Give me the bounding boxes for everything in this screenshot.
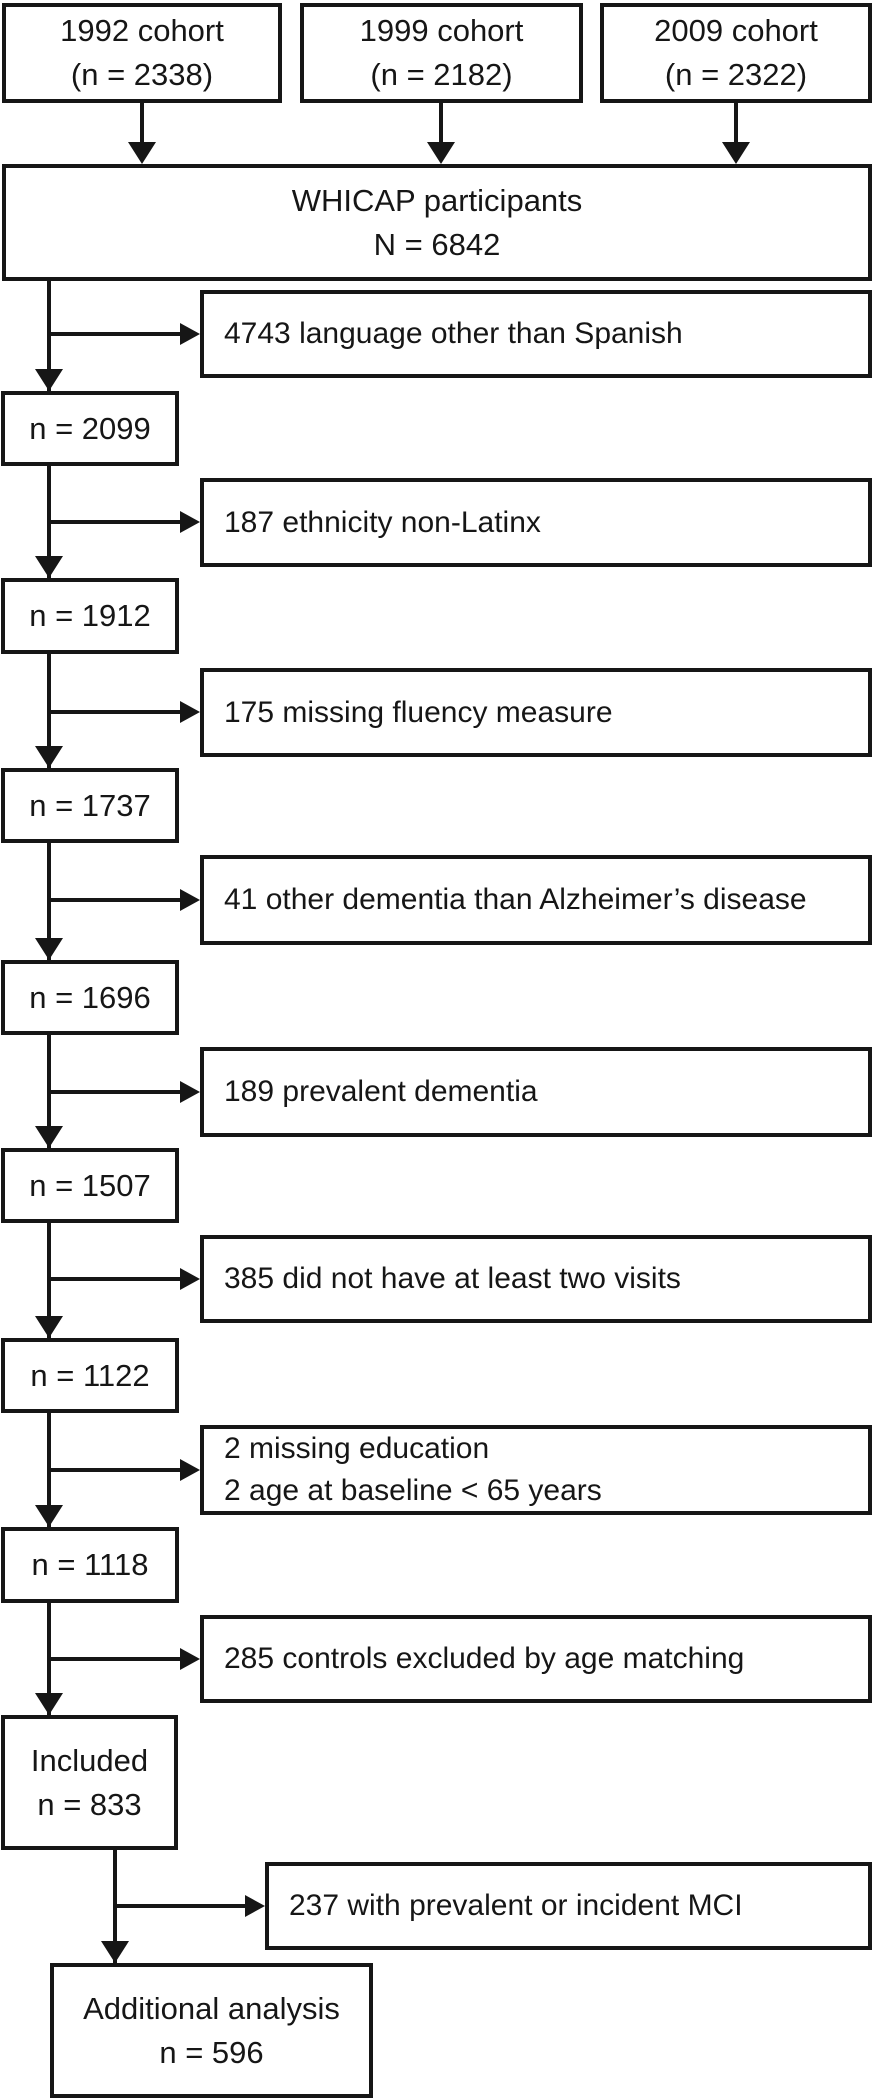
count-box: n = 2099 (1, 391, 179, 466)
count-box: n = 1507 (1, 1148, 179, 1223)
count-box: n = 1118 (1, 1527, 179, 1603)
arrowhead-down-icon (35, 556, 63, 578)
connector-line (115, 1904, 245, 1908)
arrowhead-down-icon (35, 1126, 63, 1148)
total-n: N = 6842 (373, 226, 501, 262)
arrowhead-down-icon (128, 142, 156, 164)
arrowhead-down-icon (35, 1316, 63, 1338)
arrowhead-down-icon (35, 938, 63, 960)
count-text: n = 2099 (29, 410, 151, 446)
exclusion-box: 385 did not have at least two visits (200, 1235, 872, 1323)
arrowhead-right-icon (180, 323, 200, 345)
included-n: n = 833 (37, 1786, 142, 1822)
additional-analysis-label: Additional analysis (83, 1990, 340, 2026)
arrowhead-down-icon (427, 142, 455, 164)
cohort-box-1992: 1992 cohort (n = 2338) (2, 3, 282, 103)
exclusion-box: 4743 language other than Spanish (200, 290, 872, 378)
arrowhead-down-icon (101, 1941, 129, 1963)
connector-line (734, 103, 738, 146)
exclusion-box: 175 missing fluency measure (200, 668, 872, 757)
exclusion-box: 189 prevalent dementia (200, 1047, 872, 1137)
connector-line (49, 1468, 180, 1472)
exclusion-box: 41 other dementia than Alzheimer’s disea… (200, 855, 872, 945)
exclusion-text: 385 did not have at least two visits (224, 1262, 681, 1295)
connector-line (49, 1090, 180, 1094)
connector-line (49, 332, 180, 336)
arrowhead-down-icon (722, 142, 750, 164)
count-text: n = 1737 (29, 787, 151, 823)
arrowhead-down-icon (35, 369, 63, 391)
connector-line (140, 103, 144, 146)
connector-line (439, 103, 443, 146)
exclusion-box: 2 missing education 2 age at baseline < … (200, 1425, 872, 1515)
arrowhead-right-icon (245, 1895, 265, 1917)
arrowhead-right-icon (180, 1081, 200, 1103)
cohort-name: 2009 cohort (654, 13, 818, 48)
included-label: Included (30, 1742, 149, 1778)
additional-analysis-n: n = 596 (159, 2034, 264, 2070)
connector-line (49, 520, 180, 524)
exclusion-text: 187 ethnicity non-Latinx (224, 505, 541, 539)
count-box: n = 1737 (1, 768, 179, 843)
cohort-name: 1999 cohort (359, 13, 524, 48)
total-title: WHICAP participants (291, 182, 583, 218)
count-text: n = 1122 (30, 1357, 150, 1393)
connector-line (49, 898, 180, 902)
exclusion-text: 41 other dementia than Alzheimer’s disea… (224, 883, 807, 916)
arrowhead-right-icon (180, 1648, 200, 1670)
total-box: WHICAP participants N = 6842 (2, 164, 872, 281)
exclusion-box: 187 ethnicity non-Latinx (200, 478, 872, 567)
included-box: Included n = 833 (1, 1715, 178, 1850)
count-text: n = 1507 (29, 1167, 151, 1203)
count-text: n = 1696 (29, 979, 151, 1015)
arrowhead-down-icon (35, 1693, 63, 1715)
cohort-n: (n = 2338) (70, 57, 214, 92)
count-box: n = 1696 (1, 960, 179, 1035)
cohort-box-2009: 2009 cohort (n = 2322) (600, 3, 872, 103)
arrowhead-right-icon (180, 889, 200, 911)
exclusion-text: 237 with prevalent or incident MCI (289, 1889, 743, 1922)
cohort-n: (n = 2322) (664, 57, 808, 92)
exclusion-text: 2 missing education (224, 1432, 490, 1465)
cohort-box-1999: 1999 cohort (n = 2182) (300, 3, 583, 103)
connector-line (49, 1277, 180, 1281)
exclusion-text: 175 missing fluency measure (224, 695, 613, 729)
exclusion-text: 189 prevalent dementia (224, 1075, 538, 1108)
cohort-name: 1992 cohort (60, 13, 224, 48)
count-text: n = 1912 (29, 598, 151, 633)
count-text: n = 1118 (31, 1547, 149, 1582)
mci-exclusion-box: 237 with prevalent or incident MCI (265, 1862, 872, 1950)
count-box: n = 1912 (1, 578, 179, 654)
arrowhead-down-icon (35, 746, 63, 768)
arrowhead-right-icon (180, 511, 200, 533)
exclusion-text: 2 age at baseline < 65 years (224, 1474, 602, 1507)
cohort-n: (n = 2182) (370, 57, 513, 92)
additional-analysis-box: Additional analysis n = 596 (50, 1963, 373, 2098)
connector-line (49, 1657, 180, 1661)
arrowhead-right-icon (180, 1459, 200, 1481)
arrowhead-down-icon (35, 1505, 63, 1527)
exclusion-box: 285 controls excluded by age matching (200, 1615, 872, 1703)
arrowhead-right-icon (180, 701, 200, 723)
connector-line (47, 281, 51, 391)
arrowhead-right-icon (180, 1268, 200, 1290)
count-box: n = 1122 (1, 1338, 179, 1413)
exclusion-text: 4743 language other than Spanish (224, 317, 683, 350)
connector-line (49, 710, 180, 714)
exclusion-text: 285 controls excluded by age matching (224, 1642, 745, 1675)
